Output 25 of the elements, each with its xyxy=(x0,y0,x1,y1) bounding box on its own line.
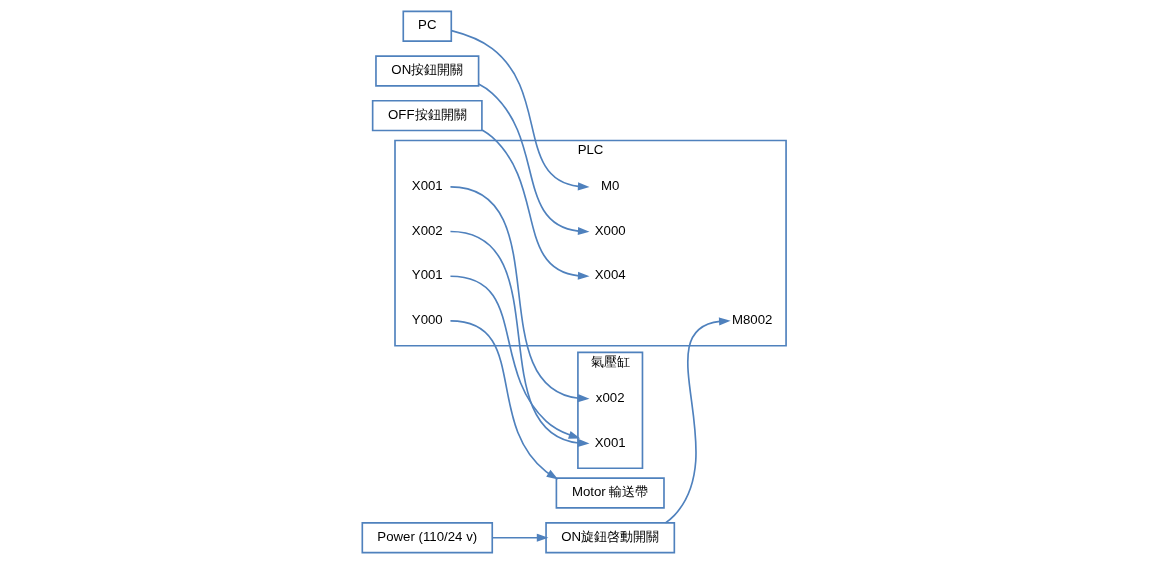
node-text: X000 xyxy=(594,222,626,238)
node-box: ON旋鈕啓動開關 xyxy=(544,522,675,554)
arrow xyxy=(477,83,590,236)
arrow xyxy=(450,29,590,191)
node-text: X002 xyxy=(411,222,443,238)
node-box: Power (110/24 v) xyxy=(361,522,493,554)
node-text: Y001 xyxy=(411,267,443,283)
node-text: X001 xyxy=(594,434,626,450)
node-text: Y000 xyxy=(411,312,443,328)
arrow xyxy=(449,186,590,403)
arrow xyxy=(480,129,590,280)
arrow xyxy=(449,275,580,439)
node-text: M8002 xyxy=(731,312,772,328)
node-box: OFF按鈕開關 xyxy=(371,99,483,132)
arrow xyxy=(490,533,548,542)
arrow xyxy=(664,317,731,524)
node-text: X001 xyxy=(411,177,443,193)
node-text: x002 xyxy=(595,389,625,405)
arrow xyxy=(449,230,590,447)
node-text: X004 xyxy=(594,267,626,283)
node-text: M0 xyxy=(600,177,619,193)
node-box: PC xyxy=(401,10,452,42)
arrow xyxy=(449,320,558,480)
node-box: Motor 輸送帶 xyxy=(555,477,665,509)
node-box: ON按鈕開關 xyxy=(374,55,479,87)
